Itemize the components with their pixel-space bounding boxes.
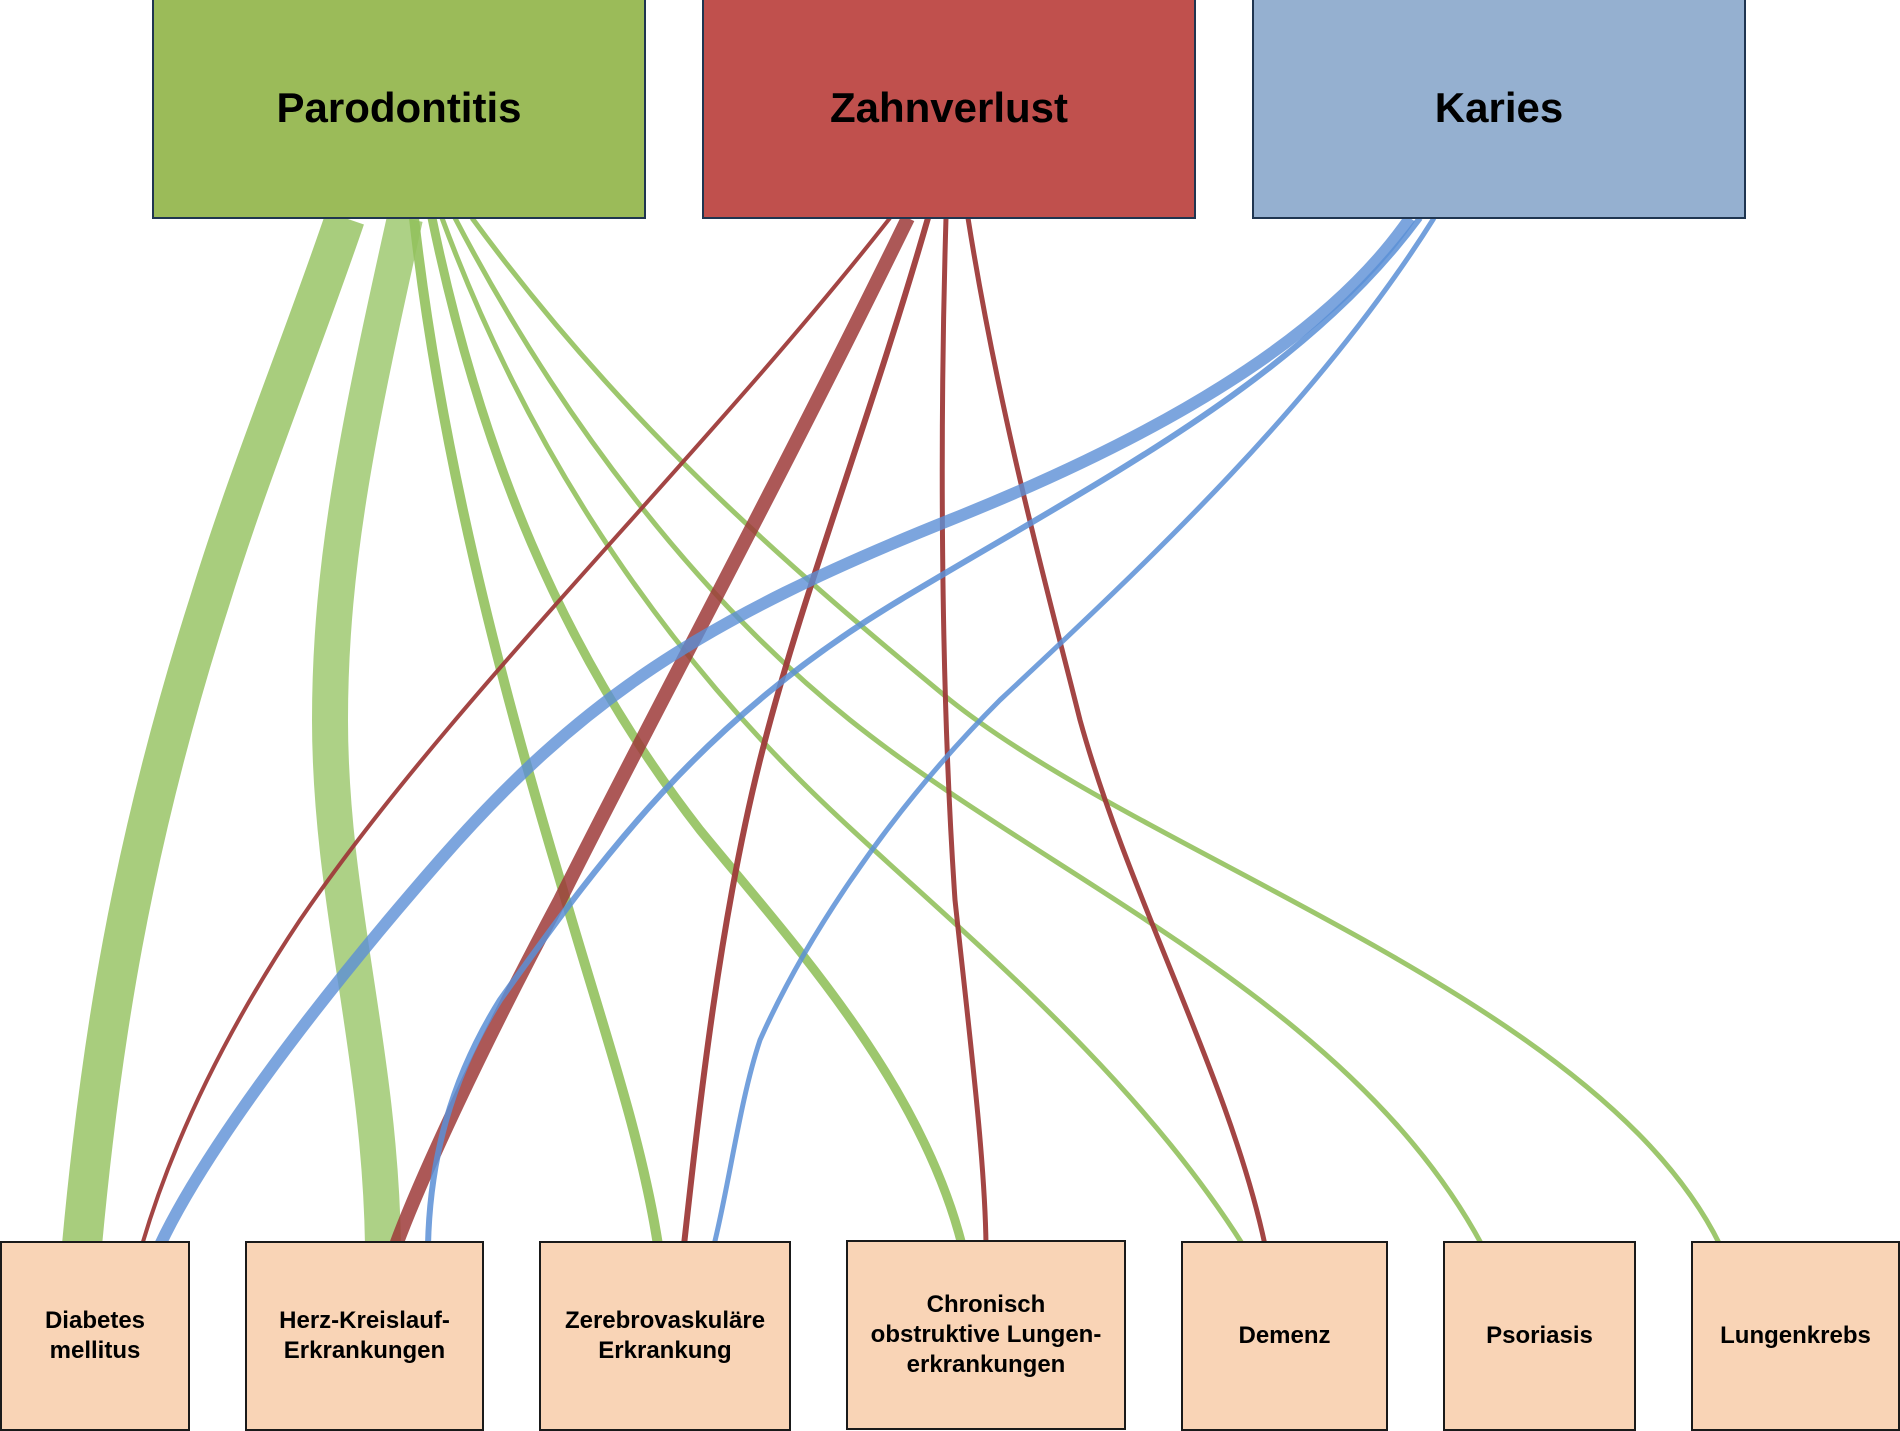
target-box-demenz: Demenz [1181, 1241, 1388, 1431]
link-paro-demenz [439, 217, 1246, 1247]
target-label-copd: Chronisch obstruktive Lungen- erkrankung… [870, 1291, 1102, 1378]
link-paro-copd [427, 217, 967, 1247]
source-box-zahnverlust: Zahnverlust [702, 0, 1196, 219]
source-label-parodontitis: Parodontitis [276, 83, 522, 131]
link-layer [62, 211, 1723, 1248]
target-label-herz-kreislauf: Herz-Kreislauf- Erkrankungen [279, 1307, 450, 1364]
source-box-karies: Karies [1252, 0, 1746, 219]
source-label-zahnverlust: Zahnverlust [829, 83, 1069, 131]
link-zahn-copd [939, 217, 989, 1246]
target-box-zerebrovaskulaer: Zerebrovaskuläre Erkrankung [539, 1241, 791, 1431]
link-paro-psoriasis [452, 216, 1485, 1247]
target-label-psoriasis: Psoriasis [1486, 1322, 1593, 1349]
link-paro-diabetes [62, 211, 364, 1247]
target-label-zerebrovaskulaer: Zerebrovaskuläre Erkrankung [564, 1307, 766, 1364]
target-box-lungenkrebs: Lungenkrebs [1691, 1241, 1900, 1431]
target-box-herz-kreislauf: Herz-Kreislauf- Erkrankungen [245, 1241, 484, 1431]
link-paro-herz [311, 214, 423, 1246]
target-label-diabetes: Diabetes mellitus [44, 1307, 146, 1364]
target-box-copd: Chronisch obstruktive Lungen- erkrankung… [846, 1240, 1126, 1430]
target-label-demenz: Demenz [1238, 1322, 1331, 1349]
link-paro-zerebro [409, 217, 663, 1246]
link-zahn-diabetes [140, 216, 892, 1246]
link-paro-lungenkrebs [469, 216, 1723, 1247]
link-karies-zerebro [711, 216, 1437, 1246]
link-karies-diabetes [154, 214, 1415, 1248]
link-zahn-zerebro [681, 217, 931, 1246]
target-box-psoriasis: Psoriasis [1443, 1241, 1636, 1431]
source-label-karies: Karies [1434, 83, 1564, 131]
link-zahn-demenz [965, 217, 1268, 1246]
link-karies-herz [425, 216, 1423, 1246]
target-box-diabetes: Diabetes mellitus [0, 1241, 190, 1431]
source-box-parodontitis: Parodontitis [152, 0, 646, 219]
target-label-lungenkrebs: Lungenkrebs [1720, 1322, 1871, 1349]
